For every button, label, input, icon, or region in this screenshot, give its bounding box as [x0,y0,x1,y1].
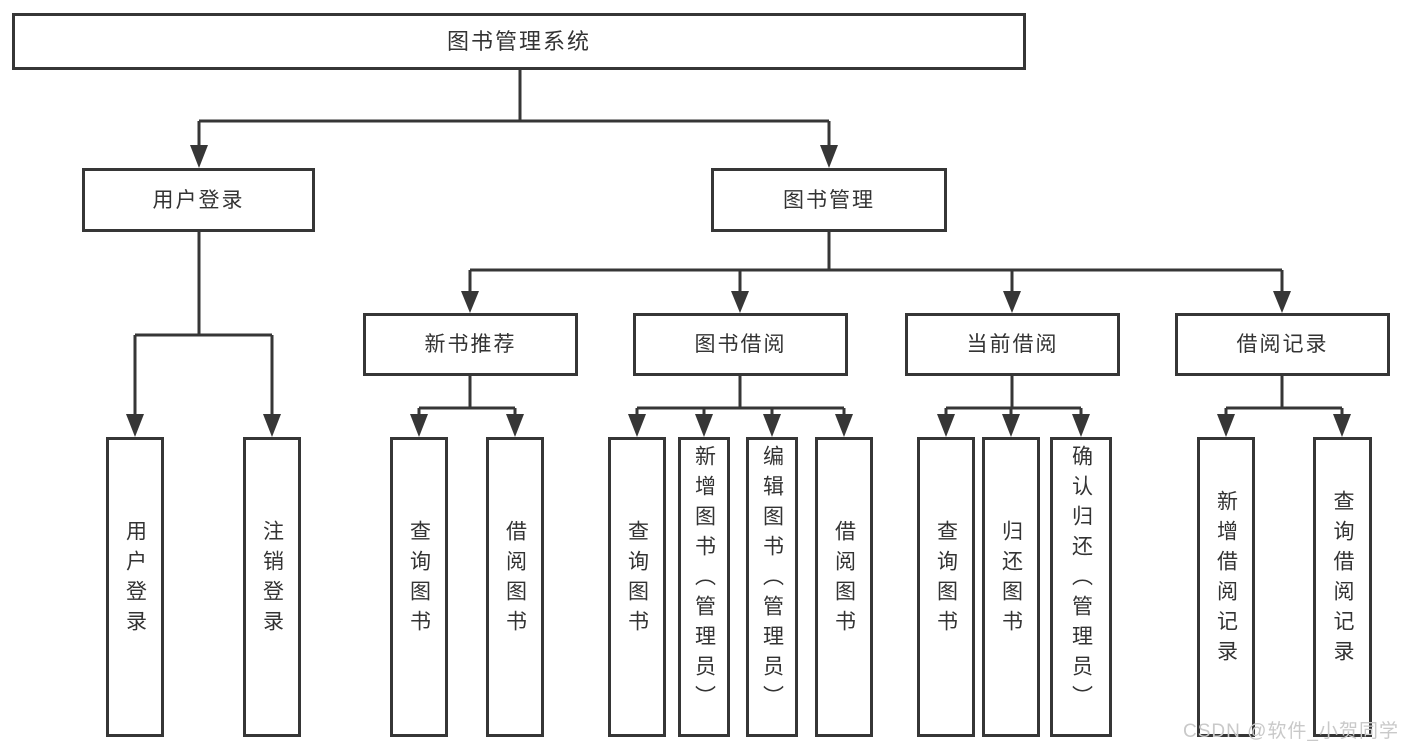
leaf-borrow-books-borrowing: 借阅图书 [815,437,873,737]
leaf-query-books-current: 查询图书 [917,437,975,737]
node-book-borrowing: 图书借阅 [633,313,848,376]
connector-borrowing-to-leaves [635,376,846,417]
csdn-watermark: CSDN @软件_小贺同学 [1183,721,1399,742]
leaf-return-books: 归还图书 [982,437,1040,737]
leaf-logout: 注销登录 [243,437,301,737]
node-book-management: 图书管理 [711,168,947,232]
leaf-borrow-books-recommend: 借阅图书 [486,437,544,737]
leaf-query-books-borrowing: 查询图书 [608,437,666,737]
leaf-query-books-recommend: 查询图书 [390,437,448,737]
node-user-login-branch: 用户登录 [82,168,315,232]
node-borrowing-records: 借阅记录 [1175,313,1390,376]
node-new-book-recommend: 新书推荐 [363,313,578,376]
connector-recommend-to-leaves [417,376,517,417]
connector-root-to-level2 [197,70,831,146]
connector-bookmgmt-to-level3 [468,232,1284,293]
leaf-confirm-return-admin: 确认归还（管理员） [1050,437,1112,737]
leaf-add-borrow-record: 新增借阅记录 [1197,437,1255,737]
node-root: 图书管理系统 [12,13,1026,70]
connector-records-to-leaves [1224,376,1344,417]
arrowheads [126,145,1351,437]
leaf-user-login: 用户登录 [106,437,164,737]
connector-userlogin-to-leaves [133,232,274,417]
node-current-borrowing: 当前借阅 [905,313,1120,376]
leaf-edit-books-admin: 编辑图书（管理员） [746,437,798,737]
leaf-add-books-admin: 新增图书（管理员） [678,437,730,737]
connector-current-to-leaves [944,376,1083,417]
leaf-query-borrow-record: 查询借阅记录 [1313,437,1372,737]
